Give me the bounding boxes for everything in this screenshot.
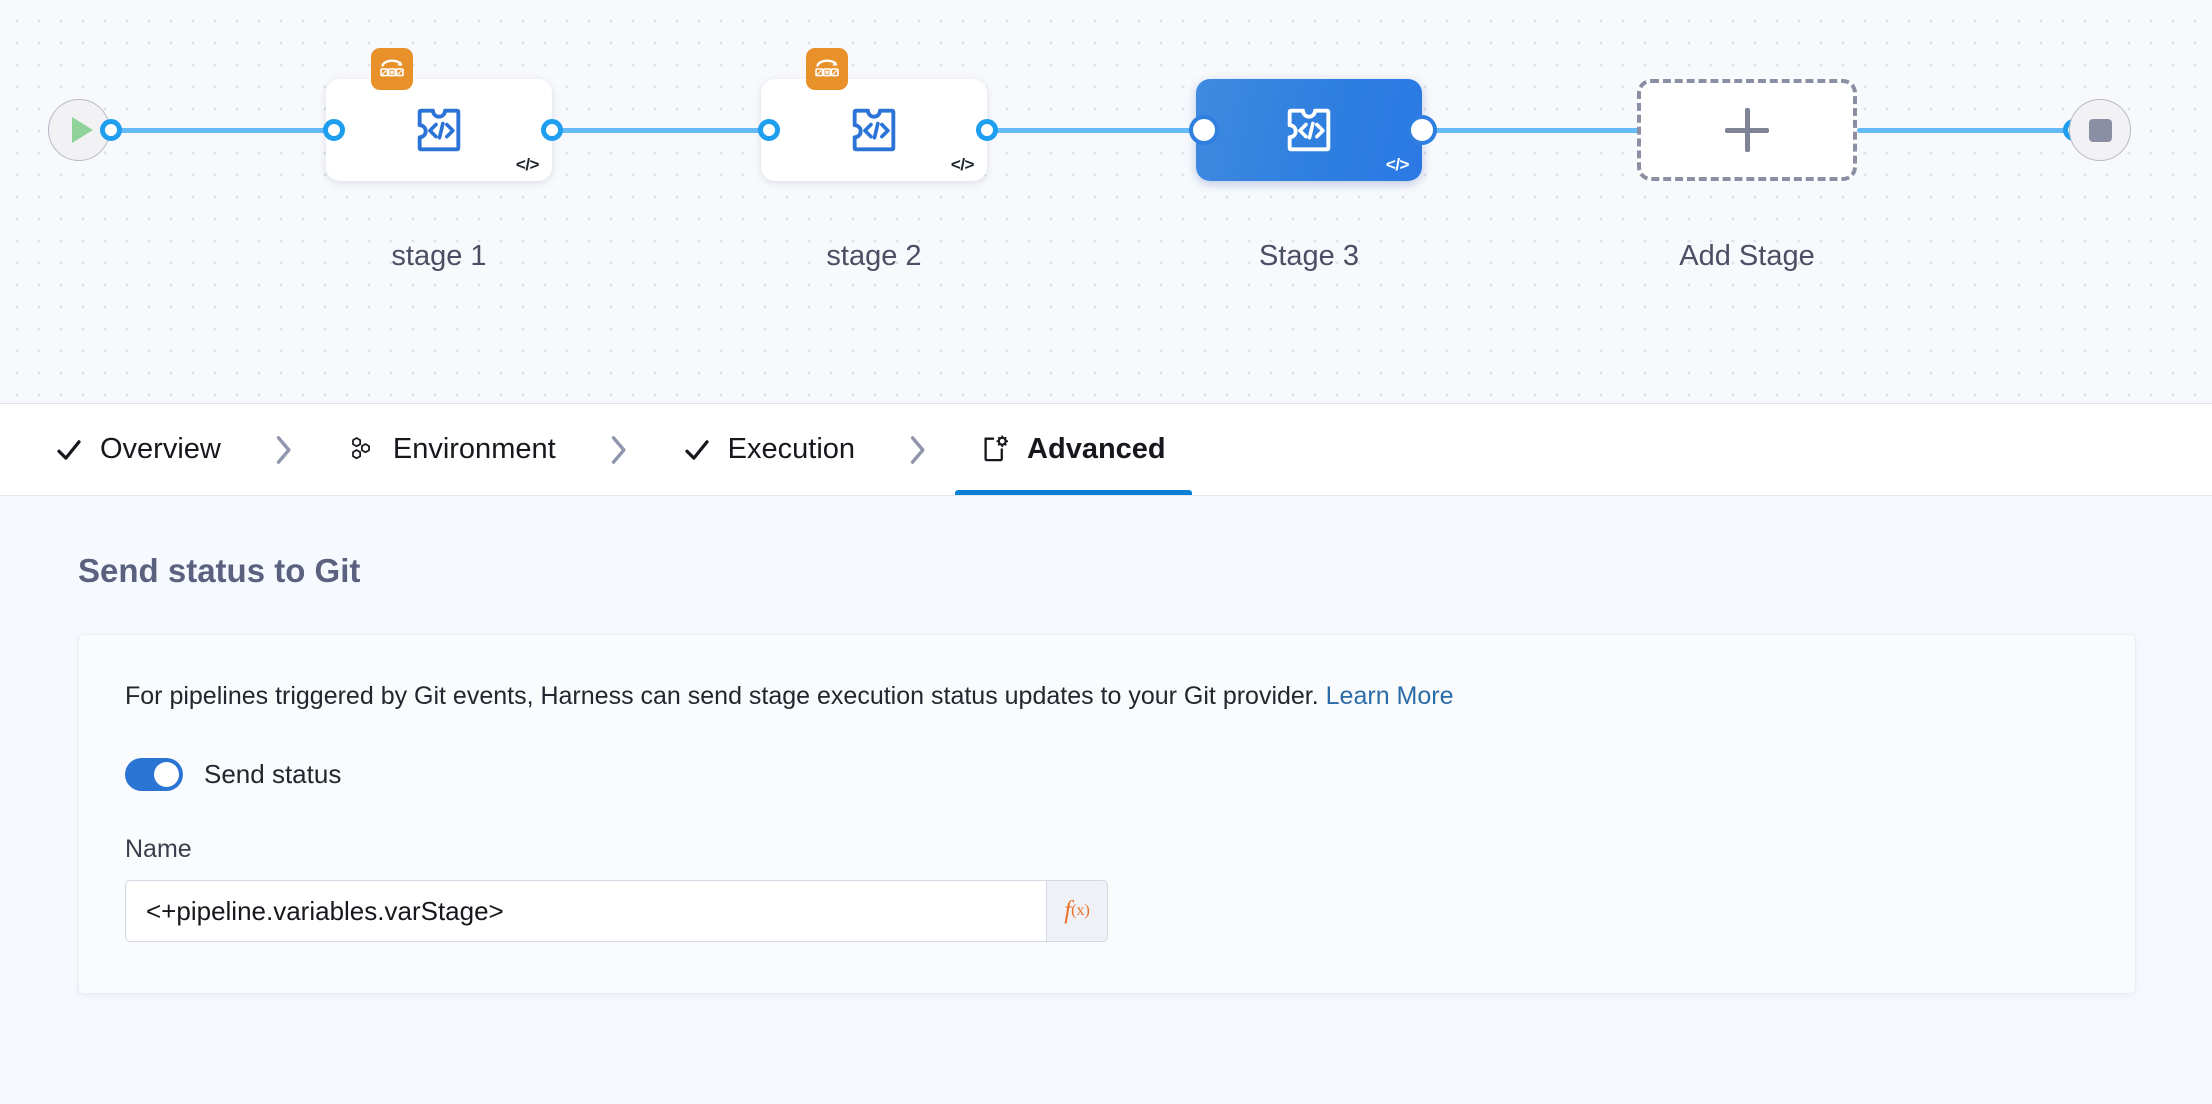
- chevron-right-icon: [910, 435, 925, 464]
- advanced-panel: Send status to Git For pipelines trigger…: [0, 496, 2212, 1036]
- stage-1-output-dot: [541, 119, 563, 141]
- tab-separator: [582, 404, 656, 495]
- stage-config-tabbar: Overview Environment Execution: [0, 404, 2212, 496]
- send-status-toggle[interactable]: [125, 758, 183, 791]
- toggle-knob: [154, 762, 179, 787]
- page-title: Send status to Git: [78, 552, 361, 589]
- pipeline-end-node[interactable]: [2069, 99, 2131, 161]
- tab-overview-label: Overview: [100, 433, 221, 465]
- description-text: For pipelines triggered by Git events, H…: [125, 682, 1319, 710]
- custom-stage-code-icon: [1287, 108, 1331, 152]
- connector-line: [980, 128, 1206, 133]
- expression-fx-button[interactable]: f(x): [1046, 880, 1108, 942]
- name-input[interactable]: [125, 880, 1046, 942]
- send-status-toggle-label: Send status: [204, 759, 342, 789]
- chevron-right-icon: [611, 435, 626, 464]
- tab-environment-label: Environment: [392, 433, 556, 465]
- stage-3-output-dot: [1411, 119, 1433, 141]
- stage-1-input-dot: [323, 119, 345, 141]
- fx-icon-sub: (x): [1071, 902, 1090, 919]
- tab-execution[interactable]: Execution: [656, 404, 881, 495]
- connector-line: [1415, 128, 1641, 133]
- stage-node-2[interactable]: </>: [761, 48, 987, 181]
- tab-execution-label: Execution: [727, 433, 856, 465]
- stop-icon: [2088, 118, 2112, 142]
- stage-3-input-dot: [1193, 119, 1215, 141]
- send-status-description: For pipelines triggered by Git events, H…: [125, 679, 2089, 714]
- stage-label-3: Stage 3: [1259, 240, 1359, 272]
- custom-stage-code-icon: [417, 108, 461, 152]
- matrix-looping-strategy-icon: [806, 48, 848, 90]
- tab-separator: [247, 404, 321, 495]
- stage-2-input-dot: [758, 119, 780, 141]
- matrix-looping-strategy-icon: [371, 48, 413, 90]
- name-field-label: Name: [125, 835, 192, 863]
- learn-more-link[interactable]: Learn More: [1325, 682, 1454, 710]
- code-brackets-icon: </>: [515, 155, 540, 174]
- pipeline-canvas[interactable]: </> stage 1 </> stage 2: [0, 0, 2212, 404]
- tab-advanced[interactable]: Advanced: [955, 404, 1192, 495]
- start-connector-dot: [100, 119, 122, 141]
- name-field-row: f(x): [125, 880, 1108, 942]
- tab-environment[interactable]: Environment: [321, 404, 582, 495]
- add-stage-button[interactable]: [1637, 79, 1857, 181]
- stage-label-2: stage 2: [826, 240, 922, 272]
- send-status-card: For pipelines triggered by Git events, H…: [78, 634, 2136, 994]
- stage-label-1: stage 1: [391, 240, 487, 272]
- tab-separator: [881, 404, 955, 495]
- connector-line: [110, 128, 336, 133]
- stage-node-1[interactable]: </>: [326, 48, 552, 181]
- hexagon-cluster-icon: [351, 436, 370, 459]
- send-status-toggle-row: Send status: [125, 758, 2089, 791]
- custom-stage-code-icon: [852, 108, 896, 152]
- tab-overview[interactable]: Overview: [28, 404, 247, 495]
- stage-node-3[interactable]: </>: [1196, 79, 1422, 181]
- check-icon: [57, 439, 81, 460]
- connector-line: [1857, 128, 2079, 133]
- code-brackets-icon: </>: [950, 155, 975, 174]
- code-brackets-icon: </>: [1385, 155, 1410, 174]
- connector-line: [545, 128, 771, 133]
- play-icon: [72, 117, 93, 143]
- document-gear-icon: [984, 434, 1009, 461]
- add-stage-label: Add Stage: [1679, 240, 1815, 272]
- chevron-right-icon: [276, 435, 291, 464]
- pipeline-start-node[interactable]: [48, 99, 110, 161]
- check-icon: [685, 439, 709, 460]
- plus-icon-vertical: [1744, 108, 1750, 152]
- fx-icon-main: f: [1064, 897, 1072, 924]
- stage-2-output-dot: [976, 119, 998, 141]
- tab-advanced-label: Advanced: [1027, 433, 1166, 465]
